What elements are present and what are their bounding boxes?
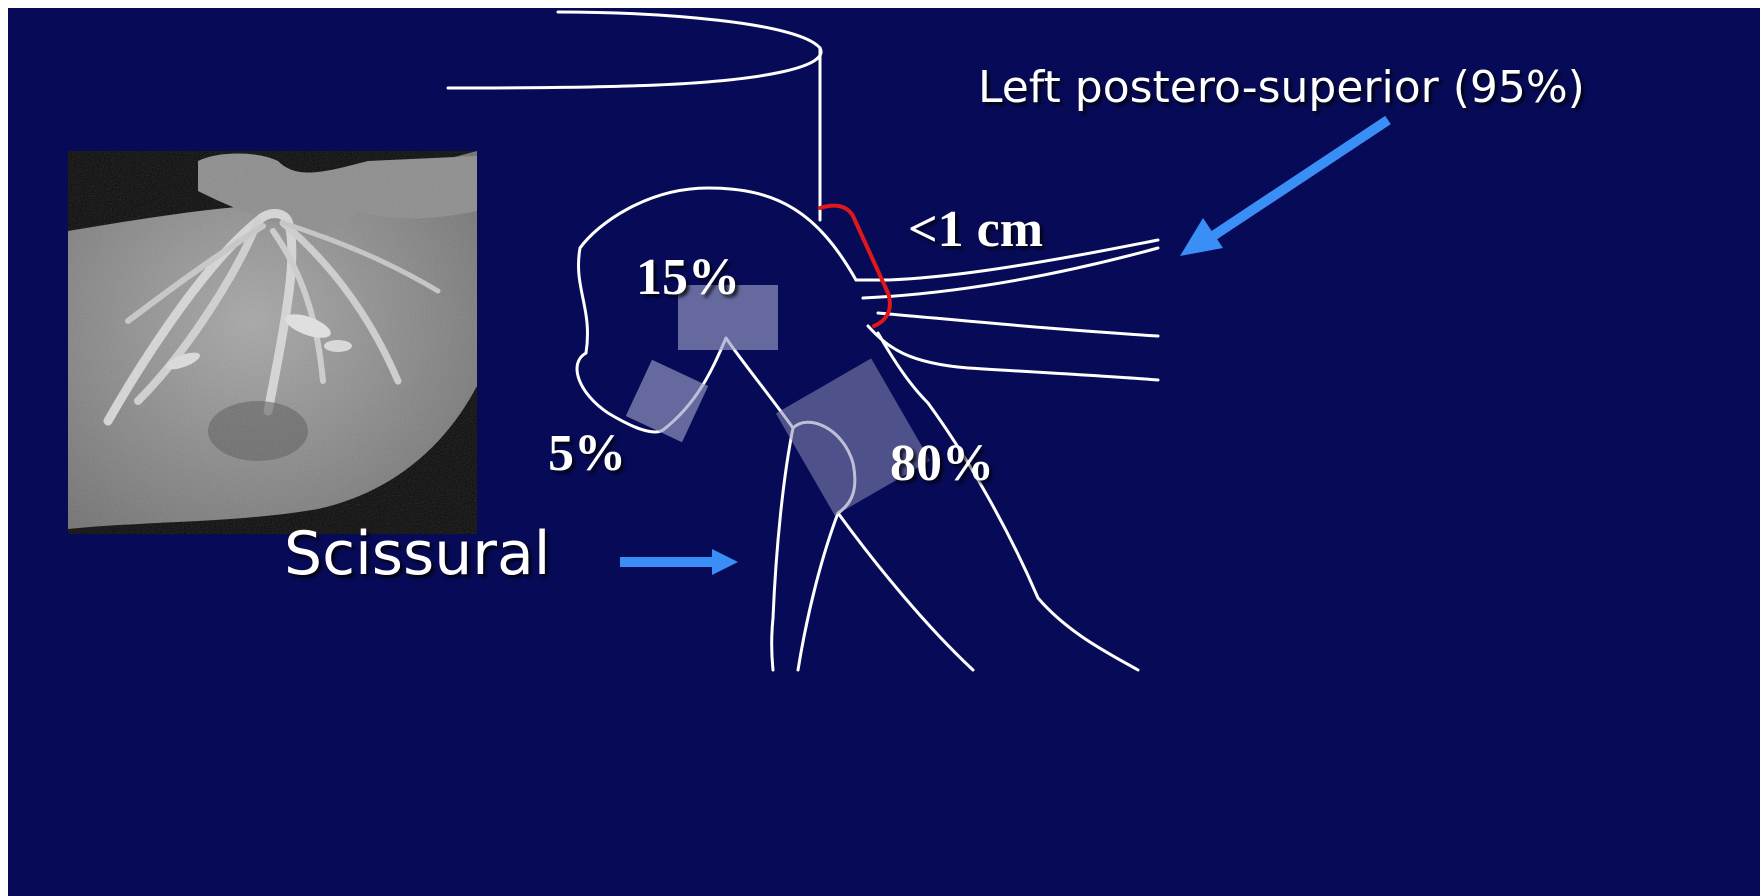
- percentage-5-label: 5%: [548, 428, 626, 480]
- arrow-scissural: [620, 549, 738, 575]
- left-postero-superior-label: Left postero-superior (95%): [978, 66, 1585, 110]
- distance-bracket: [820, 206, 890, 326]
- percentage-15-label: 15%: [636, 252, 740, 304]
- central-branch-right: [838, 513, 973, 670]
- vein-middle-branch: [878, 313, 1158, 336]
- hepatic-vein-diagram: [8, 8, 1760, 896]
- slide-background: Left postero-superior (95%) <1 cm 15% 5%…: [8, 8, 1760, 896]
- distance-label: <1 cm: [908, 204, 1043, 256]
- percentage-80-label: 80%: [890, 438, 994, 490]
- overlay-5-box: [626, 360, 708, 442]
- scissural-label: Scissural: [284, 524, 550, 584]
- central-branch-left: [772, 428, 793, 670]
- outer-right-wall: [878, 333, 1138, 670]
- ivc-top-outline: [448, 12, 821, 88]
- arrow-left-postero-superior: [1180, 120, 1388, 256]
